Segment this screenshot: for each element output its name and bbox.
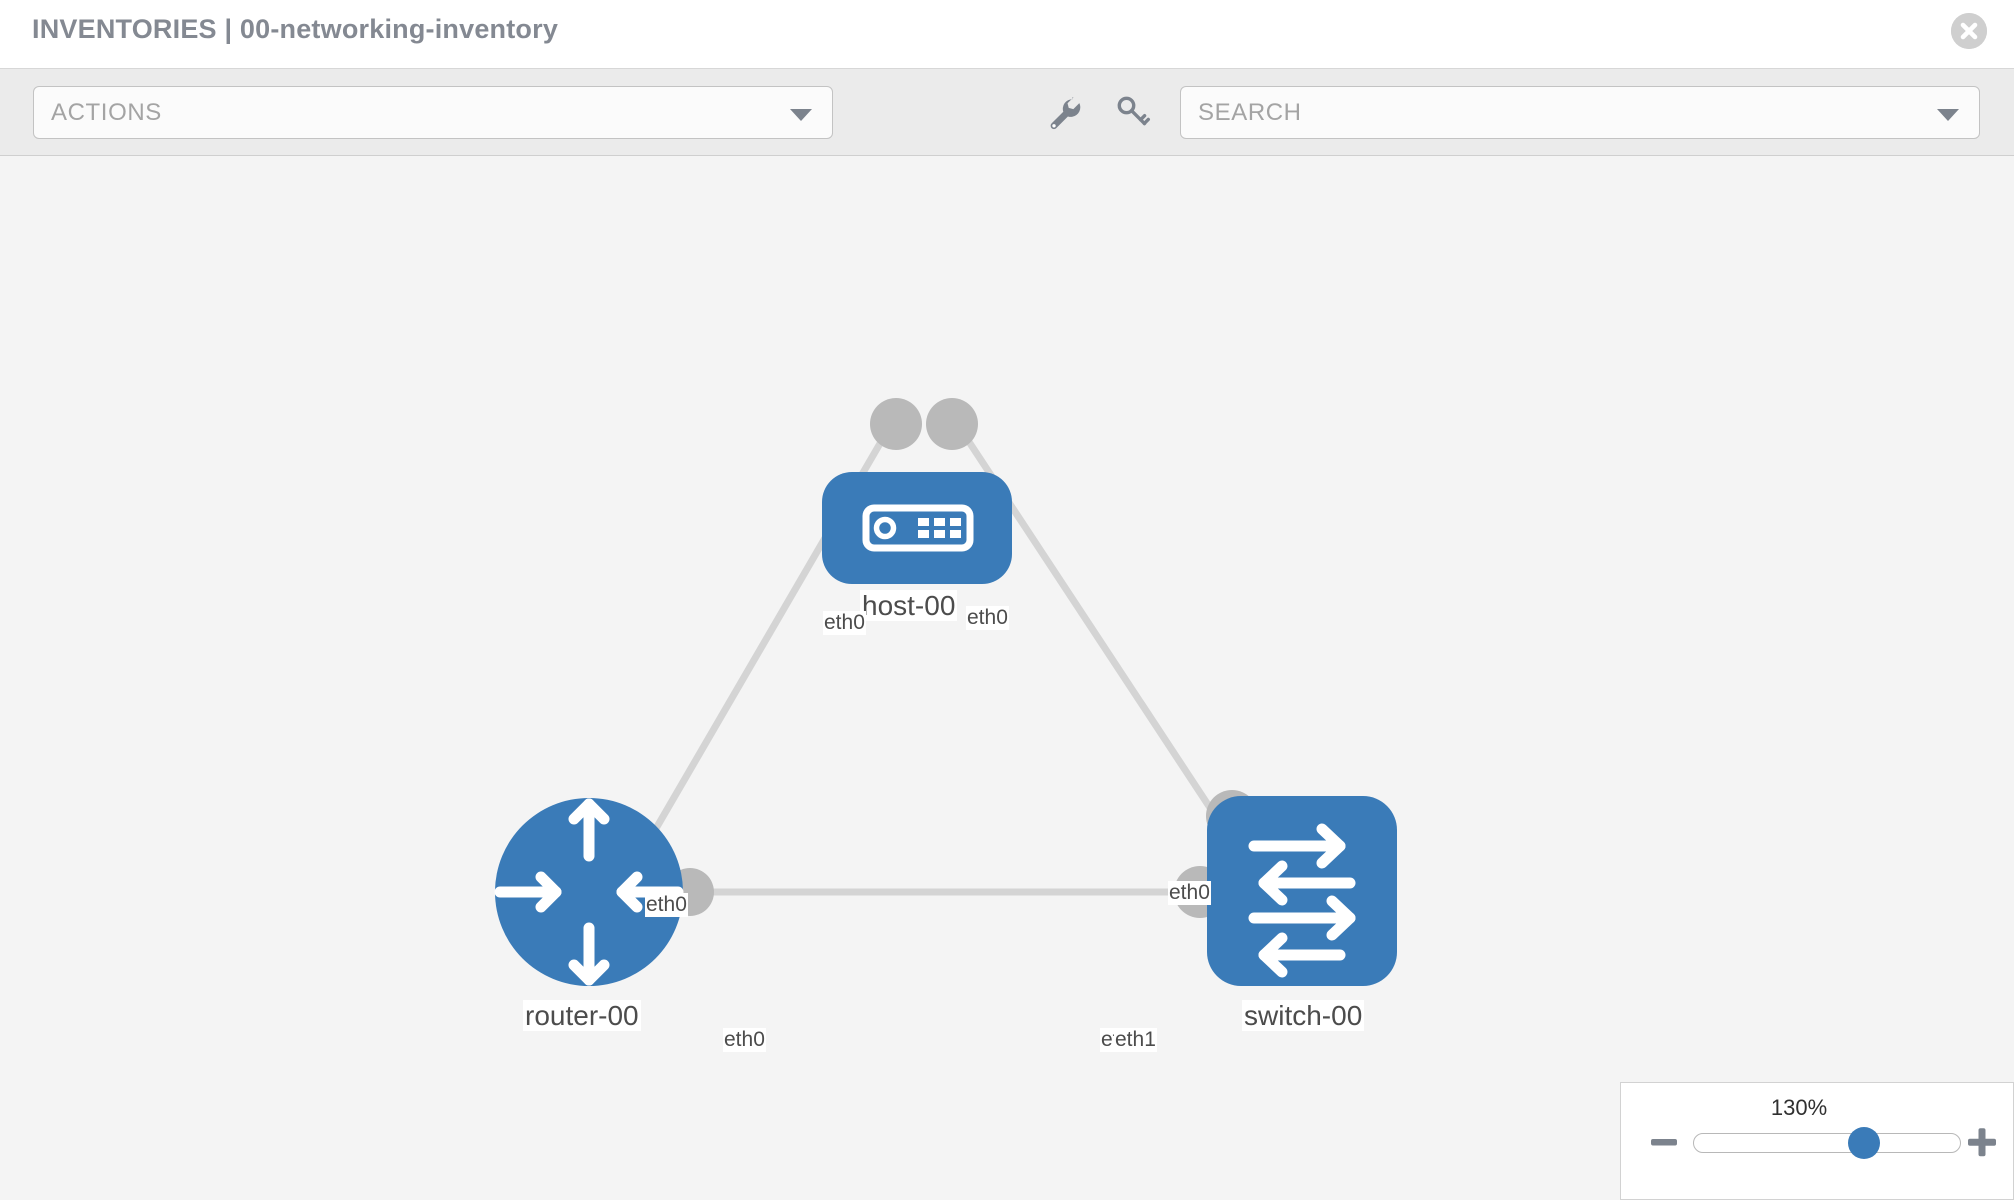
page-title: INVENTORIES | 00-networking-inventory — [32, 14, 559, 44]
search-input[interactable]: SEARCH — [1180, 86, 1980, 139]
zoom-slider[interactable] — [1693, 1127, 1961, 1159]
chevron-down-icon — [790, 108, 812, 121]
interface-label: eth1 — [1114, 1028, 1157, 1052]
toolbar: ACTIONS SEARCH — [0, 69, 2014, 156]
plus-icon[interactable] — [1965, 1125, 1999, 1159]
node-label-host-00: host-00 — [860, 590, 958, 622]
interface-label: eth0 — [723, 1028, 766, 1052]
zoom-slider-thumb[interactable] — [1848, 1127, 1881, 1159]
page-header: INVENTORIES | 00-networking-inventory — [0, 0, 2014, 69]
connector-host-right — [926, 398, 978, 450]
node-label-router-00: router-00 — [523, 1000, 641, 1032]
wrench-icon[interactable] — [1042, 91, 1086, 135]
topology-canvas[interactable]: host-00 router-00 switch-00 eth0 eth0 et… — [0, 156, 2014, 1200]
actions-dropdown-label: ACTIONS — [51, 99, 162, 126]
connector-host-left — [870, 398, 922, 450]
switch-arrows-icon — [1248, 823, 1356, 978]
node-router-00[interactable] — [494, 798, 684, 986]
node-label-switch-00: switch-00 — [1242, 1000, 1365, 1032]
search-placeholder: SEARCH — [1198, 99, 1302, 126]
actions-dropdown[interactable]: ACTIONS — [33, 86, 833, 139]
node-host-00[interactable] — [822, 472, 1012, 584]
server-device-icon — [862, 504, 974, 552]
key-icon[interactable] — [1110, 91, 1154, 135]
zoom-control-panel: 130% — [1620, 1082, 2014, 1200]
minus-icon[interactable] — [1647, 1125, 1681, 1159]
node-switch-00[interactable] — [1207, 796, 1397, 986]
interface-label: eth0 — [823, 611, 866, 635]
close-icon[interactable] — [1951, 13, 1987, 49]
router-arrows-icon — [494, 798, 684, 986]
zoom-level-label: 130% — [1770, 1095, 1828, 1120]
interface-label: eth0 — [966, 606, 1009, 630]
interface-label: eth0 — [1168, 881, 1211, 905]
topology-graph — [494, 398, 1397, 986]
interface-label: eth0 — [645, 893, 688, 917]
chevron-down-icon[interactable] — [1937, 108, 1959, 121]
